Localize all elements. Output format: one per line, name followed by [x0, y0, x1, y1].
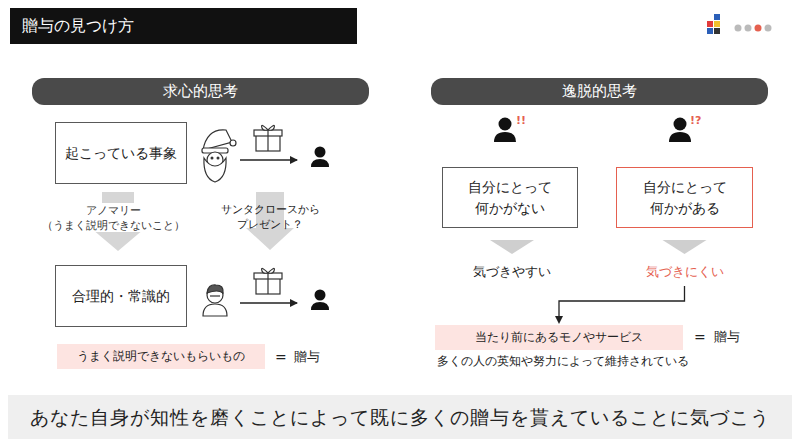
highlight-band: うまく説明できないもらいもの: [57, 344, 265, 369]
santa-icon: [202, 130, 236, 182]
node-text: うまく説明できないもらいもの: [77, 348, 245, 365]
arrowhead: [555, 316, 563, 324]
annotation-text: サンタクロースから プレゼント？: [205, 203, 335, 233]
connector-line: [559, 286, 685, 322]
message-band: あなた自身が知性を磨くことによって既に多くの贈与を貰えていることに気づこう: [8, 395, 792, 439]
logo: [707, 14, 772, 34]
gift-icon: [254, 268, 282, 294]
connector: [555, 240, 707, 324]
gift-icon: [254, 125, 282, 151]
node-text: 自分にとって 何かがない: [451, 177, 569, 218]
annotation-text: 多くの人の英知や努力によって維持されている: [437, 354, 689, 370]
man-icon: [203, 285, 227, 316]
section-header: 求心的思考: [32, 78, 369, 105]
annotation-text: =: [694, 328, 706, 347]
connector-label: 気づきにくい: [643, 263, 727, 281]
down-triangle: [490, 240, 534, 254]
process-box: 自分にとって 何かがない: [442, 167, 578, 228]
annotation-text: 贈与: [294, 348, 320, 366]
connector-label: アノマリー （うまく説明できないこと）: [35, 203, 191, 231]
annotation-text: 気づきやすい: [473, 263, 551, 281]
person-icon: [311, 290, 329, 311]
annotation-text: 贈与: [714, 328, 740, 346]
node-text: 逸脱的思考: [562, 82, 637, 101]
node-text: 当たり前にあるモノやサービス: [475, 329, 643, 346]
highlight-band: 当たり前にあるモノやサービス: [435, 325, 683, 350]
down-triangle: [663, 240, 707, 254]
give-arrow: [240, 302, 297, 303]
annotation-text: =: [275, 348, 287, 367]
node-text: あなた自身が知性を磨くことによって既に多くの贈与を貰えていることに気づこう: [30, 405, 770, 430]
person-icon: [494, 118, 516, 143]
node-text: 起こっている事象: [65, 143, 177, 163]
annotation-text: !?: [690, 114, 701, 129]
node-text: 合理的・常識的: [72, 286, 170, 306]
process-box: 自分にとって 何かがある: [616, 167, 753, 228]
person-icon: [669, 118, 691, 143]
give-arrow: [240, 159, 297, 160]
person-icon: [311, 147, 329, 168]
slide-title: 贈与の見つけ方: [10, 8, 357, 44]
node-text: 自分にとって 何かがある: [625, 177, 744, 218]
process-box: 合理的・常識的: [55, 265, 187, 327]
section-header: 逸脱的思考: [431, 78, 768, 105]
annotation-text: !!: [516, 114, 526, 129]
process-box: 起こっている事象: [55, 122, 187, 184]
node-text: 求心的思考: [163, 82, 238, 101]
